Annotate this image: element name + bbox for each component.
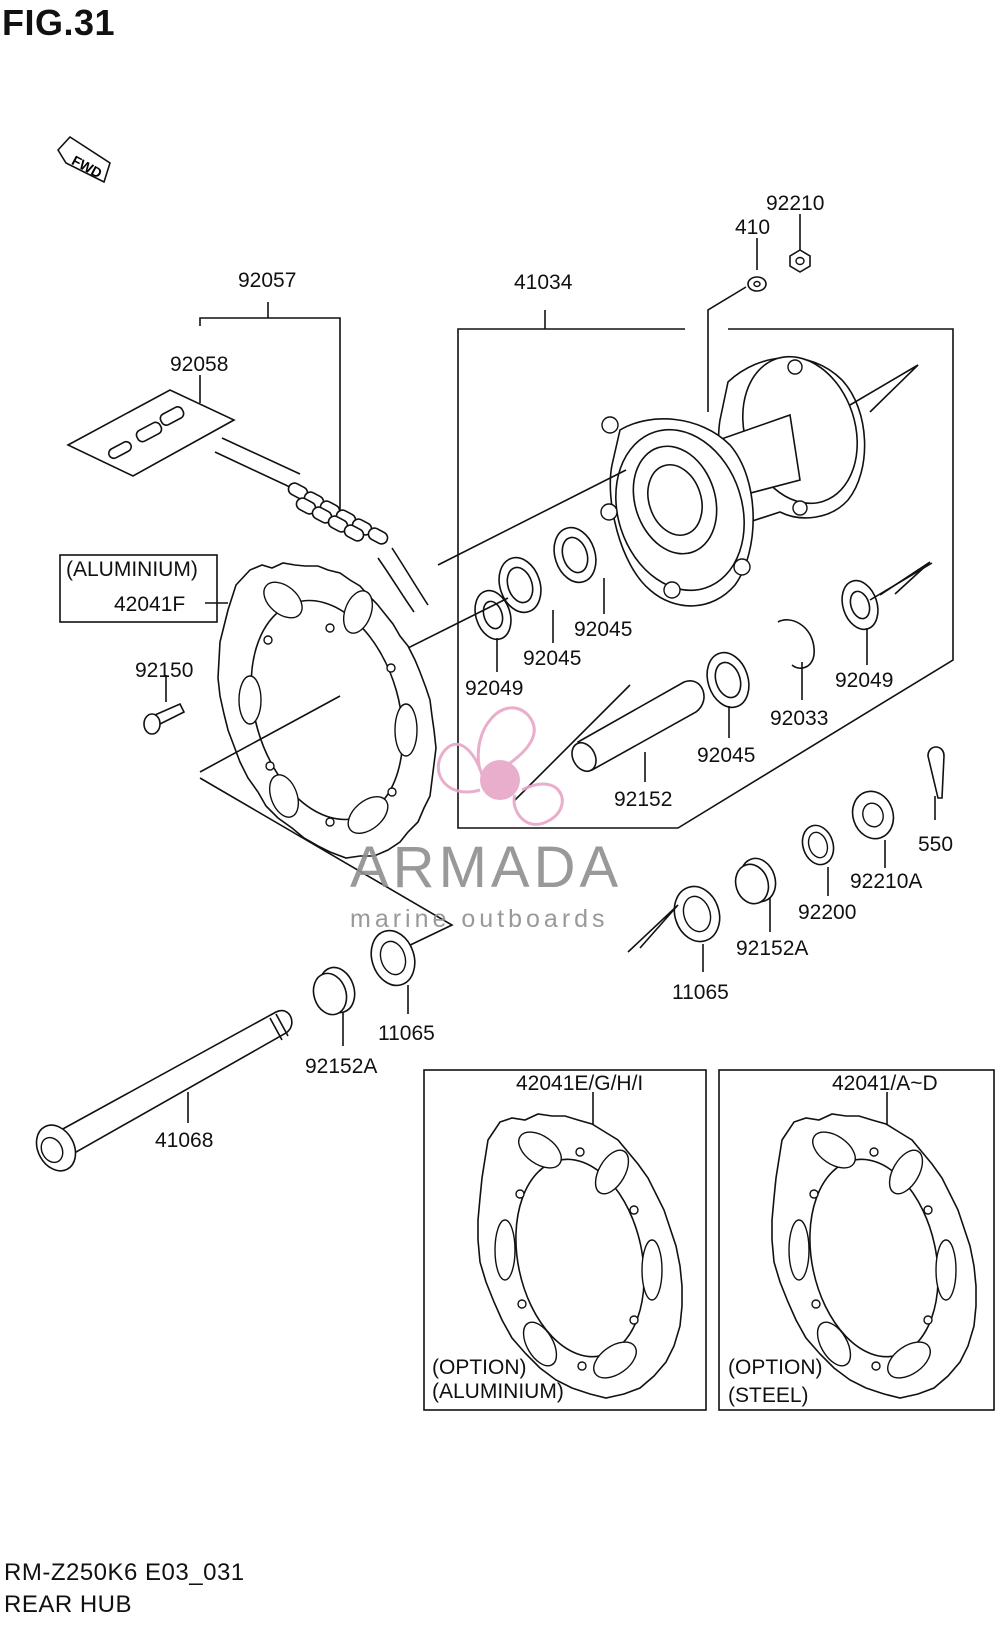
axle-hardware-right — [627, 746, 945, 972]
label-92210: 92210 — [766, 192, 824, 215]
option2-part: 42041/A~D — [832, 1072, 938, 1095]
option1-part: 42041E/G/H/I — [516, 1072, 643, 1095]
label-92150: 92150 — [135, 659, 193, 682]
label-92058: 92058 — [170, 353, 228, 376]
label-41068: 41068 — [155, 1129, 213, 1152]
label-92045-a: 92045 — [523, 647, 581, 670]
option-box-steel — [718, 1069, 995, 1411]
label-92049-right: 92049 — [835, 669, 893, 692]
label-92152A-right: 92152A — [736, 937, 808, 960]
rear-sprocket-aluminium — [59, 554, 454, 949]
seal-left — [474, 589, 512, 641]
label-41034: 41034 — [514, 271, 573, 294]
seal-right — [841, 579, 879, 631]
option1-line1: (OPTION) — [432, 1356, 527, 1379]
label-92057: 92057 — [238, 269, 296, 292]
bearing-left-2 — [553, 526, 597, 584]
armada-watermark: ARMADA marine outboards — [350, 706, 622, 933]
bearing-right — [706, 651, 750, 709]
label-410: 410 — [735, 216, 770, 239]
axle-hardware-left — [35, 929, 416, 1172]
label-92045-b: 92045 — [574, 618, 632, 641]
bearing-left-1 — [498, 556, 542, 614]
figure-title: FIG.31 — [2, 2, 116, 43]
option-box-aluminium — [423, 1069, 707, 1411]
label-92033: 92033 — [770, 707, 828, 730]
label-92045-c: 92045 — [697, 744, 755, 767]
label-11065-left: 11065 — [378, 1022, 435, 1045]
rear-hub-assembly — [359, 214, 954, 829]
fwd-arrow-icon: FWD — [57, 135, 111, 184]
label-550: 550 — [918, 833, 953, 856]
watermark-brand: ARMADA — [350, 835, 622, 900]
label-92210A: 92210A — [850, 870, 922, 893]
label-42041F: 42041F — [114, 593, 185, 616]
option2-line2: (STEEL) — [728, 1384, 809, 1407]
label-11065-right: 11065 — [672, 981, 729, 1004]
label-aluminium-note: (ALUMINIUM) — [66, 558, 198, 581]
option2-line1: (OPTION) — [728, 1356, 823, 1379]
option1-line2: (ALUMINIUM) — [432, 1380, 564, 1403]
label-92152: 92152 — [614, 788, 672, 811]
footer-code: RM-Z250K6 E03_031 — [4, 1559, 245, 1586]
label-92200: 92200 — [798, 901, 856, 924]
label-92049-left: 92049 — [465, 677, 523, 700]
propeller-logo-icon — [436, 706, 564, 826]
label-92152A-left: 92152A — [305, 1055, 377, 1078]
watermark-tagline: marine outboards — [350, 905, 609, 933]
footer-name: REAR HUB — [4, 1591, 133, 1618]
drive-chain — [66, 302, 429, 613]
